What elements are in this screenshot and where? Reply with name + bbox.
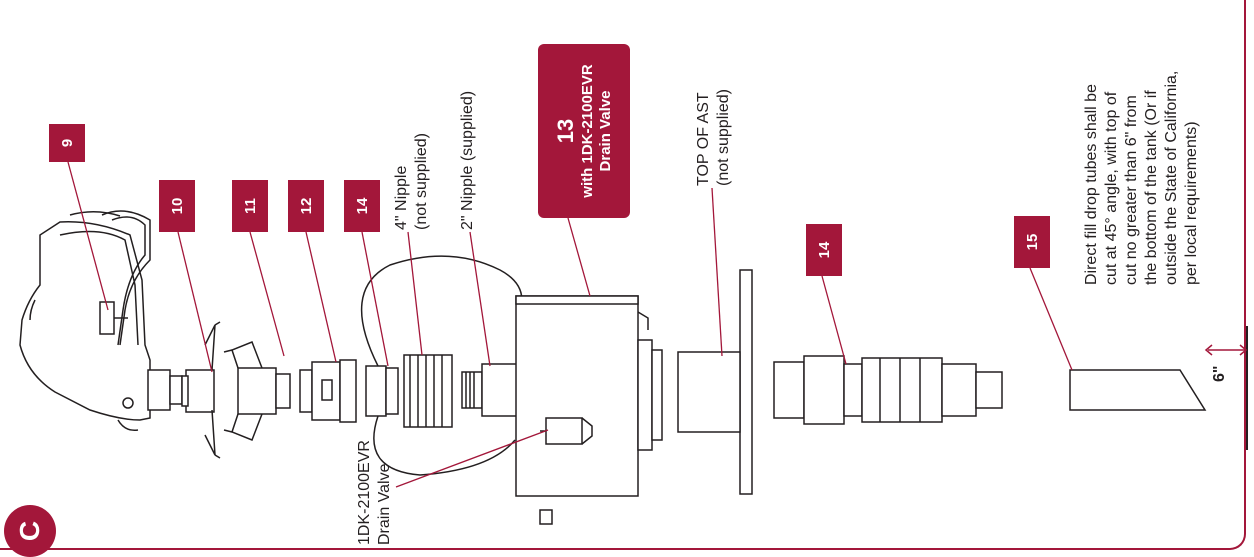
note-line-2: cut at 45° angle, with top of [1103, 91, 1120, 285]
badge-13-number: 13 [553, 118, 578, 144]
top-of-ast-line1: TOP OF AST [695, 92, 712, 186]
badge-12: 12 [288, 180, 324, 232]
nipple-2in-drawing [461, 363, 519, 417]
badge-15: 15 [1014, 216, 1050, 268]
nipple-4in-drawing [365, 354, 453, 428]
drop-tube-drawing [1069, 369, 1207, 411]
drain-valve-line2: Drain Valve [376, 463, 393, 545]
adapter-drawing [299, 359, 357, 423]
spill-container-drawing [515, 295, 663, 525]
badge-11: 11 [232, 180, 268, 232]
top-of-ast-line2: (not supplied) [715, 89, 732, 186]
badge-13: 13 with 1DK-2100EVR Drain Valve [538, 44, 630, 218]
nozzle-drawing [19, 210, 183, 432]
badge-10: 10 [159, 180, 195, 232]
drain-tube-loop [360, 255, 523, 476]
badge-9: 9 [49, 124, 85, 162]
drop-tube-adapter-drawing [773, 355, 1003, 425]
swivel-adapter-drawing [181, 321, 221, 459]
leader-lines [67, 161, 1073, 488]
note-line-3: cut no greater than 6" from [1123, 95, 1140, 285]
section-c-badge: C [4, 505, 56, 557]
nipple-4in-line1: 4" Nipple [393, 165, 410, 230]
nipple-2in-label: 2" Nipple (supplied) [459, 90, 476, 230]
nipple-4in-label: 4" Nipple (not supplied) [392, 133, 432, 230]
drain-valve-line1: 1DK-2100EVR [356, 440, 373, 545]
top-of-ast-label: TOP OF AST (not supplied) [694, 89, 734, 186]
badge-13-line1: with 1DK-2100EVR [579, 64, 596, 198]
note-line-4: the bottom of the tank (Or if [1143, 90, 1160, 285]
camlock-coupler-drawing [223, 341, 291, 441]
drain-valve-label: 1DK-2100EVR Drain Valve [355, 440, 395, 545]
badge-14-right: 14 [806, 224, 842, 276]
dimension-label: 6" [1211, 365, 1228, 382]
drop-tube-note: Direct fill drop tubes shall be cut at 4… [1082, 71, 1202, 285]
note-line-1: Direct fill drop tubes shall be [1083, 84, 1100, 285]
badge-13-line2: Drain Valve [597, 90, 614, 172]
badge-14-left: 14 [344, 180, 380, 232]
dimension-drawing [1204, 326, 1248, 450]
tank-top-drawing [677, 269, 753, 495]
nipple-4in-line2: (not supplied) [413, 133, 430, 230]
note-line-5: outside the State of California, [1163, 70, 1180, 285]
note-line-6: per local requirements) [1183, 121, 1200, 285]
